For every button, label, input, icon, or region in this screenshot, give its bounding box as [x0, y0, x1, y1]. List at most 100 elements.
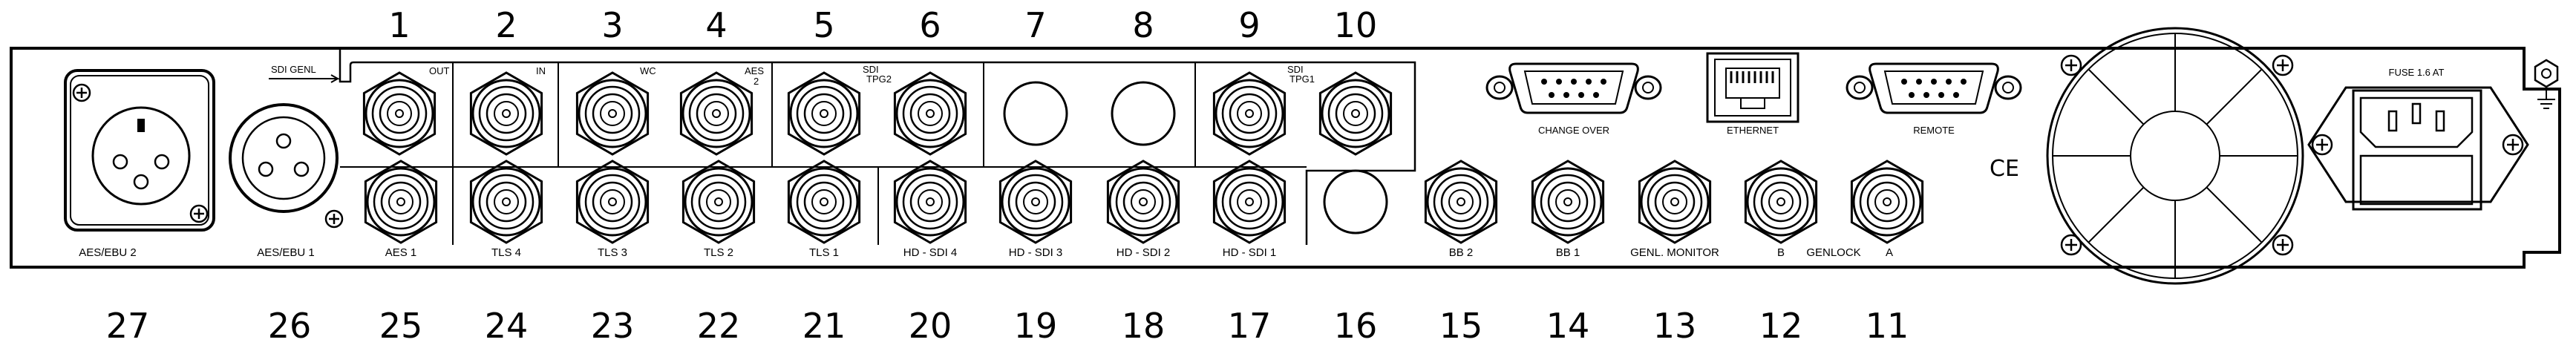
bnc-connector-icon: [1318, 71, 1393, 156]
bottom-number-25: 25: [379, 306, 423, 346]
bottom-number-26: 26: [268, 306, 312, 346]
bnc-label: HD - SDI 3: [1009, 246, 1063, 259]
bnc-label: HD - SDI 4: [903, 246, 958, 259]
bnc-connector-icon: [1638, 160, 1712, 244]
bottom-number-17: 17: [1228, 306, 1272, 346]
fan-icon: [2046, 27, 2304, 285]
top-number-3: 3: [601, 5, 623, 45]
bottom-number-27: 27: [106, 306, 150, 346]
wc-label: WC: [640, 65, 656, 76]
dsub-9-icon: [1485, 62, 1662, 114]
bnc-connector-icon: [893, 71, 967, 156]
ethernet-label: ETHERNET: [1727, 125, 1779, 136]
bottom-number-21: 21: [802, 306, 846, 346]
bottom-number-15: 15: [1439, 306, 1483, 346]
bnc-connector-icon: [575, 160, 650, 244]
bnc-label: BB 2: [1449, 246, 1474, 259]
bnc-label: BB 1: [1556, 246, 1580, 259]
bottom-number-14: 14: [1546, 306, 1590, 346]
bottom-number-18: 18: [1122, 306, 1166, 346]
bnc-label: TLS 2: [704, 246, 733, 259]
ce-mark: CE: [1990, 156, 2019, 182]
bottom-number-19: 19: [1014, 306, 1058, 346]
blank-plug: [1323, 169, 1388, 234]
bnc-label: HD - SDI 1: [1223, 246, 1277, 259]
bnc-connector-icon: [1212, 71, 1287, 156]
bnc-label: A: [1886, 246, 1893, 259]
bnc-label: HD - SDI 2: [1117, 246, 1171, 259]
top-bnc-group-frame: [339, 48, 1416, 245]
top-number-2: 2: [495, 5, 517, 45]
ground-icon: [2534, 59, 2559, 109]
bnc-connector-icon: [469, 71, 543, 156]
change-over-label: CHANGE OVER: [1538, 125, 1609, 136]
blank-plug: [1003, 81, 1068, 146]
screw-icon: [72, 83, 91, 102]
bnc-connector-icon: [1850, 160, 1924, 244]
tpg1-label: TPG1: [1289, 73, 1315, 85]
top-number-4: 4: [705, 5, 727, 45]
top-number-10: 10: [1334, 5, 1378, 45]
screw-icon: [2272, 234, 2294, 256]
bnc-connector-icon: [681, 160, 756, 244]
bnc-label: GENL. MONITOR: [1630, 246, 1719, 259]
dsub-9-icon: [1846, 62, 2022, 114]
screw-icon: [2060, 54, 2082, 76]
bnc-connector-icon: [893, 160, 967, 244]
bottom-number-23: 23: [591, 306, 635, 346]
bnc-connector-icon: [1212, 160, 1287, 244]
panel-outline: [10, 47, 2561, 269]
sdi-label-b: SDI: [1287, 64, 1304, 75]
bnc-connector-icon: [1424, 160, 1498, 244]
bnc-connector-icon: [679, 71, 753, 156]
blank-layer: [1003, 81, 1388, 234]
bnc-connector-icon: [1744, 160, 1818, 244]
aes-ebu-2-label: AES/EBU 2: [79, 246, 137, 259]
top-number-6: 6: [919, 5, 941, 45]
bnc-label: B: [1777, 246, 1785, 259]
bnc-connector-icon: [1106, 160, 1180, 244]
aes-label: AES: [745, 65, 764, 76]
xlr-female-icon: [64, 69, 215, 232]
bnc-label: TLS 1: [809, 246, 839, 259]
blank-plug: [1111, 81, 1176, 146]
top-number-5: 5: [813, 5, 834, 45]
in-label: IN: [536, 65, 546, 76]
aes-channel-label: 2: [753, 76, 759, 87]
bottom-number-24: 24: [485, 306, 529, 346]
bnc-connector-icon: [787, 71, 861, 156]
top-number-9: 9: [1238, 5, 1260, 45]
bottom-number-16: 16: [1334, 306, 1378, 346]
screw-icon: [2060, 234, 2082, 256]
bnc-label: AES 1: [385, 246, 417, 259]
screw-icon: [189, 204, 209, 223]
bottom-number-22: 22: [697, 306, 741, 346]
top-number-1: 1: [388, 5, 410, 45]
out-label: OUT: [429, 65, 450, 76]
screw-icon: [2272, 54, 2294, 76]
bnc-connector-icon: [575, 71, 650, 156]
bnc-connector-icon: [469, 160, 543, 244]
tpg2-label: TPG2: [866, 73, 892, 85]
genlock-label: GENLOCK: [1806, 246, 1860, 259]
bottom-number-20: 20: [909, 306, 952, 346]
bnc-connector-icon: [362, 71, 437, 156]
bnc-connector-icon: [364, 160, 438, 244]
aes-ebu-1-label: AES/EBU 1: [257, 246, 315, 259]
sdi-label-a: SDI: [863, 64, 879, 75]
remote-label: REMOTE: [1913, 125, 1955, 136]
bnc-label: TLS 3: [598, 246, 627, 259]
sdi-genl-label: SDI GENL: [271, 64, 316, 75]
fuse-label: FUSE 1.6 AT: [2389, 67, 2445, 78]
rj45-icon: [1706, 52, 1799, 123]
top-number-7: 7: [1024, 5, 1046, 45]
bottom-number-13: 13: [1653, 306, 1697, 346]
bottom-number-11: 11: [1866, 306, 1909, 346]
bnc-connector-icon: [787, 160, 861, 244]
bnc-layer: [362, 71, 1924, 244]
iec-power-inlet-icon: [2307, 86, 2529, 211]
bnc-label: TLS 4: [491, 246, 521, 259]
bottom-number-12: 12: [1759, 306, 1803, 346]
